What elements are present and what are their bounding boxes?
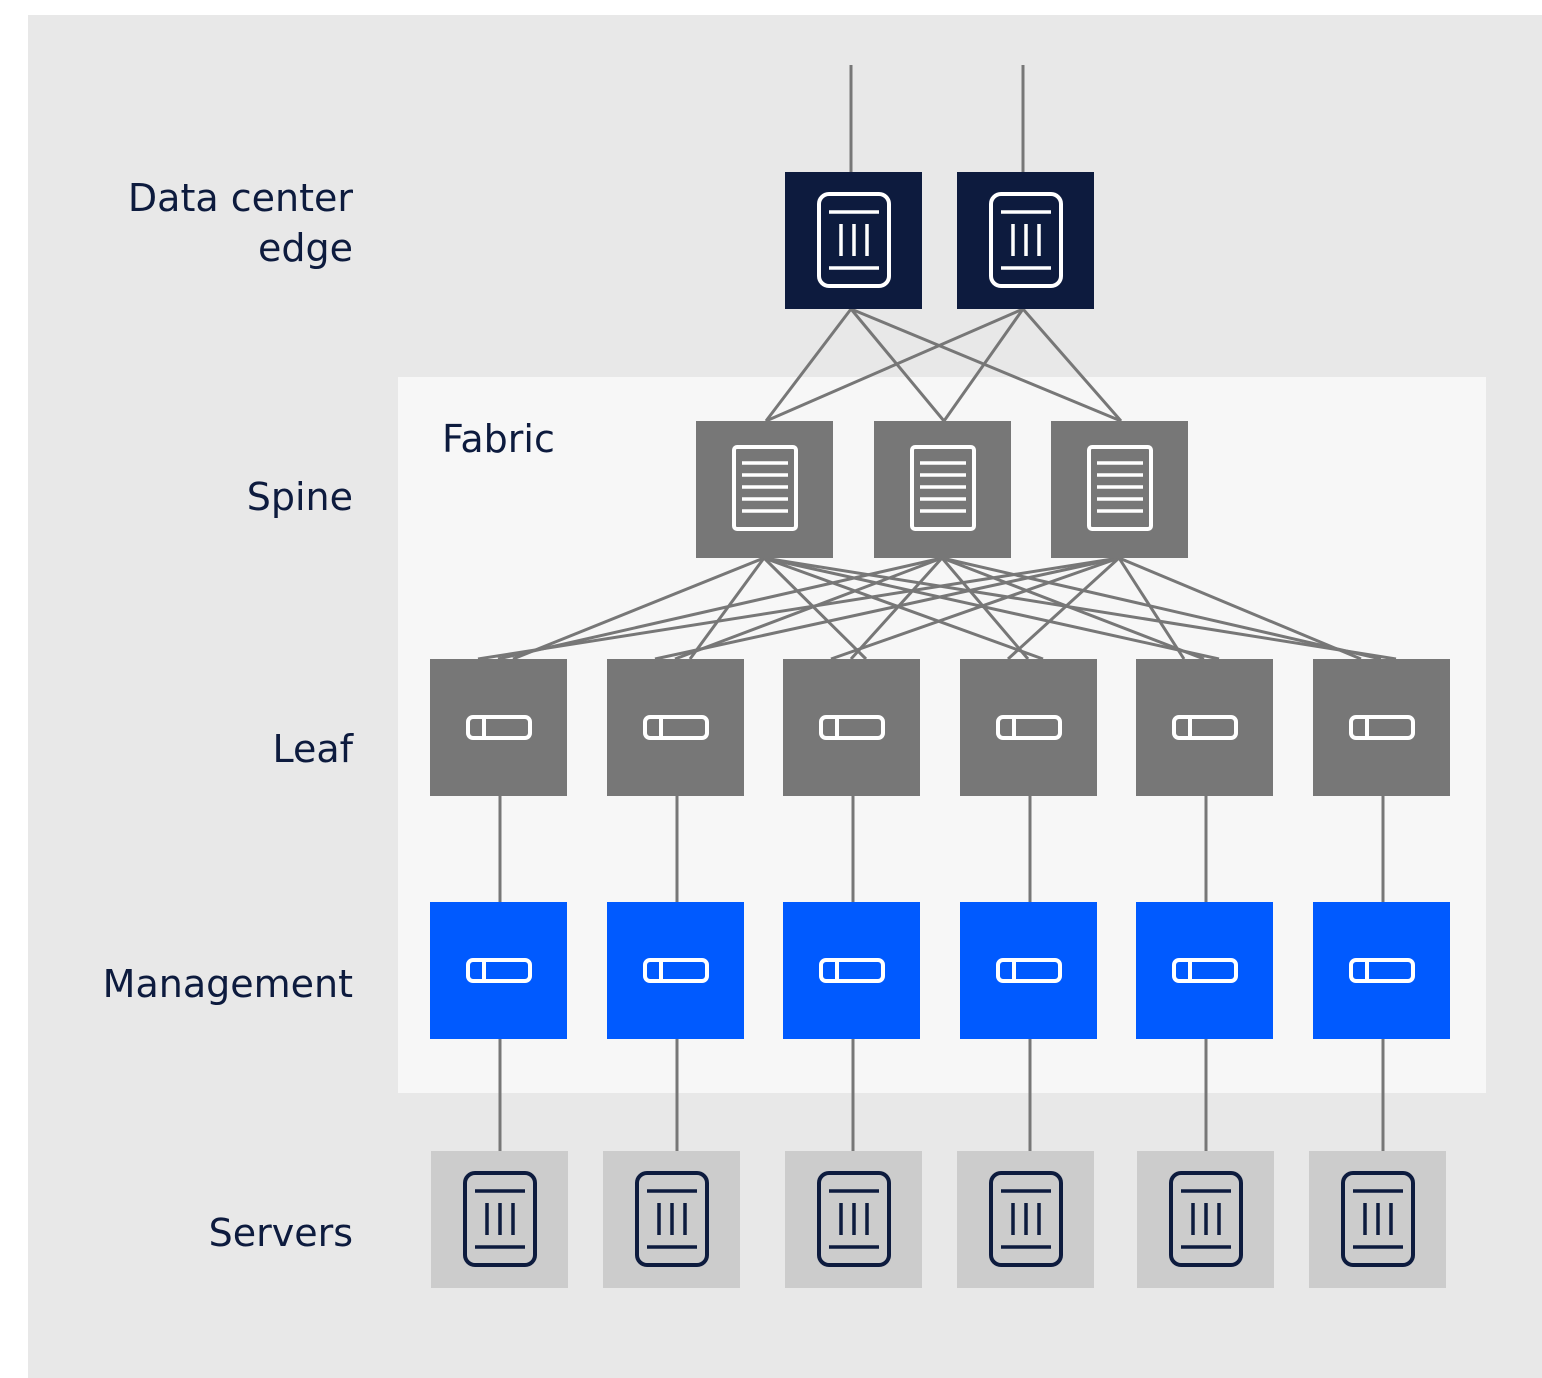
router-icon <box>989 192 1063 288</box>
switch-icon <box>1349 715 1415 740</box>
management-node-box <box>430 902 567 1039</box>
leaf-node-2[interactable] <box>607 659 744 796</box>
switch-icon <box>819 958 885 983</box>
leaf-node-box <box>783 659 920 796</box>
server-icon <box>463 1171 537 1267</box>
tier-label-management: Management <box>103 962 353 1006</box>
server-icon <box>989 1171 1063 1267</box>
server-icon <box>635 1171 709 1267</box>
spine-leaf-link-3-4 <box>1006 556 1121 661</box>
servers-node-5[interactable] <box>1137 1151 1274 1288</box>
spine-node-1[interactable] <box>696 421 833 558</box>
edge-spine-link-2-3 <box>1021 308 1123 422</box>
switch-icon <box>466 715 532 740</box>
servers-node-1[interactable] <box>431 1151 568 1288</box>
switch-icon <box>643 715 709 740</box>
spine-node-box <box>696 421 833 558</box>
tier-label-leaf: Leaf <box>272 727 354 771</box>
leaf-node-box <box>607 659 744 796</box>
management-node-box <box>607 902 744 1039</box>
spine-leaf-link-2-2 <box>674 556 943 661</box>
spine-leaf-link-3-2 <box>654 556 1120 661</box>
spine-leaf-link-3-1 <box>477 556 1120 661</box>
edge-node-1[interactable] <box>785 172 922 309</box>
tier-label-edge-line1: Data center <box>128 176 353 220</box>
management-node-box <box>1136 902 1273 1039</box>
spine-leaf-link-1-1 <box>512 556 765 661</box>
leaf-node-box <box>430 659 567 796</box>
spine-node-box <box>874 421 1011 558</box>
management-node-box <box>1313 902 1450 1039</box>
switch-icon <box>819 715 885 740</box>
leaf-node-4[interactable] <box>960 659 1097 796</box>
servers-node-3[interactable] <box>785 1151 922 1288</box>
management-node-6[interactable] <box>1313 902 1450 1039</box>
links-layer <box>477 65 1397 1151</box>
edge-spine-link-2-2 <box>942 308 1025 422</box>
spine-leaf-link-1-3 <box>762 556 868 661</box>
servers-node-4[interactable] <box>957 1151 1094 1288</box>
spine-leaf-link-3-6 <box>1118 556 1362 661</box>
document-lines-icon <box>1087 445 1153 531</box>
leaf-node-box <box>1313 659 1450 796</box>
spine-leaf-link-2-3 <box>849 556 944 661</box>
switch-icon <box>1349 958 1415 983</box>
spine-leaf-link-2-5 <box>941 556 1205 661</box>
fabric-label: Fabric <box>442 417 555 461</box>
management-node-3[interactable] <box>783 902 920 1039</box>
spine-leaf-link-3-5 <box>1117 557 1186 660</box>
leaf-node-1[interactable] <box>430 659 567 796</box>
leaf-node-box <box>960 659 1097 796</box>
management-node-box <box>960 902 1097 1039</box>
management-node-5[interactable] <box>1136 902 1273 1039</box>
server-icon <box>817 1171 891 1267</box>
management-node-4[interactable] <box>960 902 1097 1039</box>
switch-icon <box>1172 715 1238 740</box>
document-lines-icon <box>732 445 798 531</box>
management-node-box <box>783 902 920 1039</box>
server-icon <box>1341 1171 1415 1267</box>
edge-node-2[interactable] <box>957 172 1094 309</box>
document-lines-icon <box>910 445 976 531</box>
spine-node-3[interactable] <box>1051 421 1188 558</box>
spine-leaf-link-3-3 <box>830 556 1120 661</box>
leaf-node-6[interactable] <box>1313 659 1450 796</box>
router-icon <box>817 192 891 288</box>
switch-icon <box>996 715 1062 740</box>
tier-label-servers: Servers <box>209 1211 353 1255</box>
edge-spine-link-1-1 <box>764 308 853 422</box>
edge-spine-link-2-1 <box>765 307 1024 423</box>
spine-leaf-link-1-4 <box>763 556 1044 661</box>
management-node-2[interactable] <box>607 902 744 1039</box>
switch-icon <box>1172 958 1238 983</box>
switch-icon <box>996 958 1062 983</box>
leaf-node-box <box>1136 659 1273 796</box>
spine-leaf-link-1-5 <box>763 556 1220 661</box>
tier-label-spine: Spine <box>247 475 353 519</box>
servers-node-2[interactable] <box>603 1151 740 1288</box>
spine-node-2[interactable] <box>874 421 1011 558</box>
tier-label-edge-line2: edge <box>258 226 353 270</box>
edge-spine-link-1-3 <box>850 307 1122 423</box>
switch-icon <box>643 958 709 983</box>
server-icon <box>1169 1171 1243 1267</box>
spine-leaf-link-1-2 <box>688 557 766 660</box>
leaf-node-5[interactable] <box>1136 659 1273 796</box>
management-node-1[interactable] <box>430 902 567 1039</box>
spine-leaf-link-2-1 <box>497 556 943 661</box>
leaf-node-3[interactable] <box>783 659 920 796</box>
spine-leaf-link-2-4 <box>940 557 1030 660</box>
spine-node-box <box>1051 421 1188 558</box>
switch-icon <box>466 958 532 983</box>
nodes-layer <box>430 172 1450 1288</box>
servers-node-6[interactable] <box>1309 1151 1446 1288</box>
